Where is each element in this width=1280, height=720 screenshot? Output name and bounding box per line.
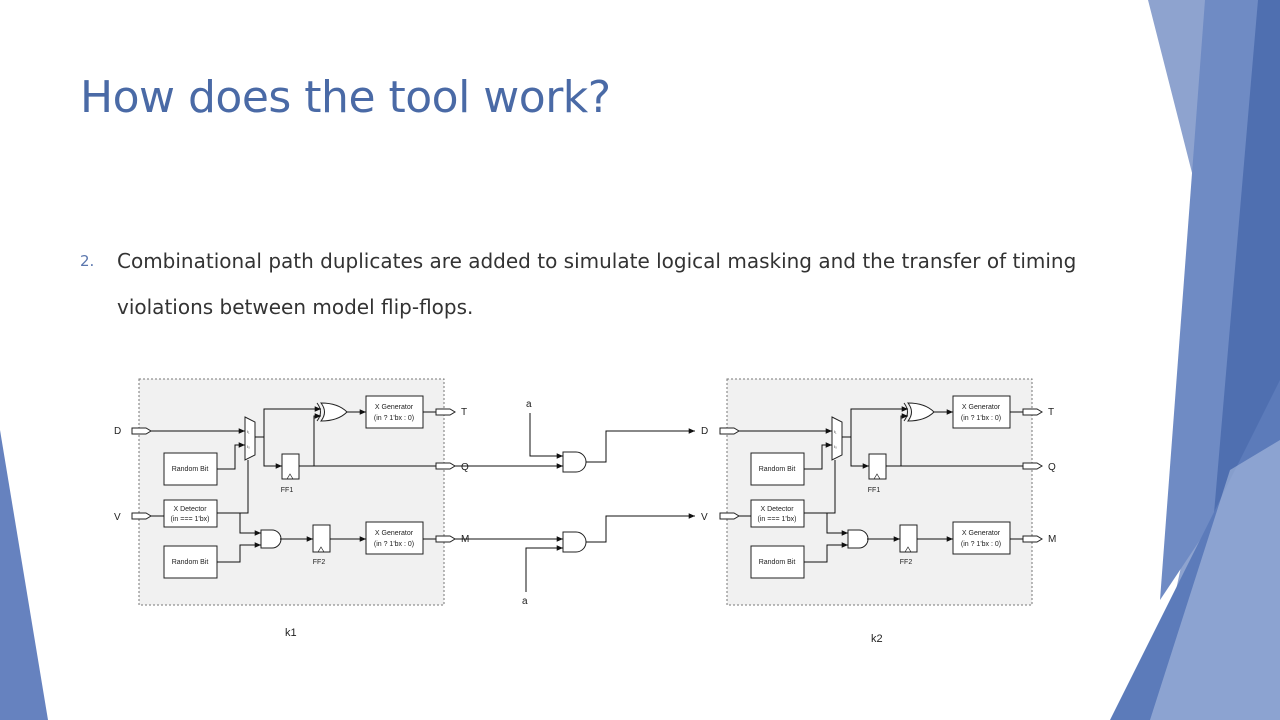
output-pin-m (1022, 535, 1043, 543)
ff1-clock-mark (873, 473, 881, 480)
output-pin-t-label: T (461, 407, 467, 418)
mux (831, 416, 843, 461)
and-gate (260, 529, 282, 549)
mux-in1-mark: I₁ (247, 429, 250, 434)
input-pin-d-label: D (701, 426, 708, 437)
x-detector-label: X Detector (760, 506, 794, 513)
right-deco-highlight (1150, 440, 1280, 720)
interconnect: a a (455, 399, 695, 607)
input-pin-v-label: V (114, 512, 121, 523)
ff1-clock-mark (286, 473, 294, 480)
mux (244, 416, 256, 461)
output-pin-m-label: M (1048, 534, 1056, 545)
ff1-label: FF1 (281, 487, 294, 494)
output-pin-m (435, 535, 456, 543)
x-detector-expr: (in === 1'bx) (758, 516, 797, 523)
x-generator-bottom-expr: (in ? 1'bx : 0) (961, 541, 1001, 548)
xor-gate-back (316, 402, 321, 422)
bullet-text: Combinational path duplicates are added … (117, 249, 1077, 319)
x-generator-top (365, 395, 424, 429)
x-generator-top-label: X Generator (375, 404, 414, 411)
x-generator-top (952, 395, 1011, 429)
bullet-number: 2. (80, 252, 95, 270)
left-deco (0, 430, 48, 720)
bullet-item: 2. Combinational path duplicates are add… (80, 238, 1090, 330)
output-pin-t (1022, 408, 1043, 416)
random-bit-block-2 (163, 545, 218, 579)
output-pin-q-label: Q (461, 462, 469, 473)
output-pin-q-label: Q (1048, 462, 1056, 473)
x-generator-top-expr: (in ? 1'bx : 0) (961, 415, 1001, 422)
and-gate-top (562, 451, 587, 473)
input-pin-v (719, 512, 740, 520)
x-generator-bottom (952, 521, 1011, 555)
random-bit-block-2 (750, 545, 805, 579)
and-gate (847, 529, 869, 549)
and-gate-bottom (562, 531, 587, 553)
input-pin-d-label: D (114, 426, 121, 437)
input-pin-d (131, 427, 152, 435)
mux-in0-mark: I₀ (834, 444, 837, 449)
module-k1: D V Random Bit X Detector (in === 1'bx) … (114, 378, 469, 639)
input-pin-v (131, 512, 152, 520)
x-detector-label: X Detector (173, 506, 207, 513)
ff1-label: FF1 (868, 487, 881, 494)
output-pin-t-label: T (1048, 407, 1054, 418)
xor-gate (906, 402, 935, 422)
random-bit-label: Random Bit (172, 466, 209, 473)
ff2-label: FF2 (313, 559, 326, 566)
mux-in0-mark: I₀ (247, 444, 250, 449)
random-bit-label-2: Random Bit (172, 559, 209, 566)
input-pin-d (719, 427, 740, 435)
random-bit-label: Random Bit (759, 466, 796, 473)
random-bit-block (163, 452, 218, 486)
ff2-label: FF2 (900, 559, 913, 566)
output-pin-q (1022, 462, 1043, 470)
module-label-k1: k1 (285, 627, 297, 639)
input-pin-v-label: V (701, 512, 708, 523)
x-generator-top-label: X Generator (962, 404, 1001, 411)
xor-gate-back (903, 402, 908, 422)
output-pin-q (435, 462, 456, 470)
external-input-a-top: a (526, 399, 532, 410)
random-bit-block (750, 452, 805, 486)
ff2-clock-mark (904, 546, 912, 553)
ff2-clock-mark (317, 546, 325, 553)
mux-in1-mark: I₁ (834, 429, 837, 434)
x-detector-block (163, 499, 218, 528)
xor-gate (319, 402, 348, 422)
x-generator-bottom-label: X Generator (375, 530, 414, 537)
x-generator-bottom (365, 521, 424, 555)
module-k2: D V Random Bit X Detector (in === 1'bx) … (701, 378, 1056, 645)
x-generator-top-expr: (in ? 1'bx : 0) (374, 415, 414, 422)
output-pin-t (435, 408, 456, 416)
wires (739, 406, 1023, 563)
x-detector-expr: (in === 1'bx) (171, 516, 210, 523)
x-generator-bottom-label: X Generator (962, 530, 1001, 537)
wires (151, 406, 455, 563)
x-generator-bottom-expr: (in ? 1'bx : 0) (374, 541, 414, 548)
module-label-k2: k2 (871, 633, 883, 645)
random-bit-label-2: Random Bit (759, 559, 796, 566)
x-detector-block (750, 499, 805, 528)
slide-title: How does the tool work? (80, 72, 611, 123)
external-input-a-bottom: a (522, 596, 528, 607)
